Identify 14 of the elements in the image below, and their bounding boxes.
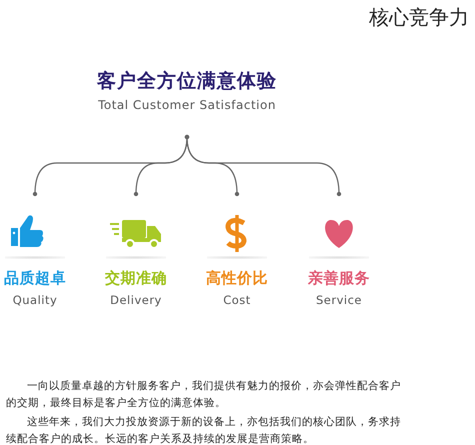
- paragraph: 一向以质量卓越的方针服务客户，我们提供有魅力的报价，亦会弹性配合客户的交期，最终目标是客户全方位的满意体验。: [6, 379, 402, 411]
- subtitle-text: Delivery: [109, 293, 163, 307]
- subtitle-text: Total Customer Satisfaction: [97, 98, 277, 112]
- heading-text: 高性价比: [205, 269, 269, 288]
- heading: 核心竞争力: [369, 4, 469, 31]
- heading-text: 客户全方位满意体验: [96, 69, 278, 94]
- subtitle-text: Cost: [222, 293, 252, 307]
- subtitle-text: Quality: [12, 293, 58, 307]
- paragraph: 这些年来，我们大力投放资源于新的设备上，亦包括我们的核心团队，务求持续配合客户的成长。长远的客户关系及持续的发展是营商策略。: [6, 415, 402, 445]
- heading-text: 品质超卓: [3, 269, 67, 288]
- heading-text: 亲善服务: [307, 269, 371, 288]
- heading-text: 交期准确: [104, 269, 168, 288]
- bracket-connector: [184, 134, 342, 196]
- subtitle-text: Service: [314, 293, 363, 307]
